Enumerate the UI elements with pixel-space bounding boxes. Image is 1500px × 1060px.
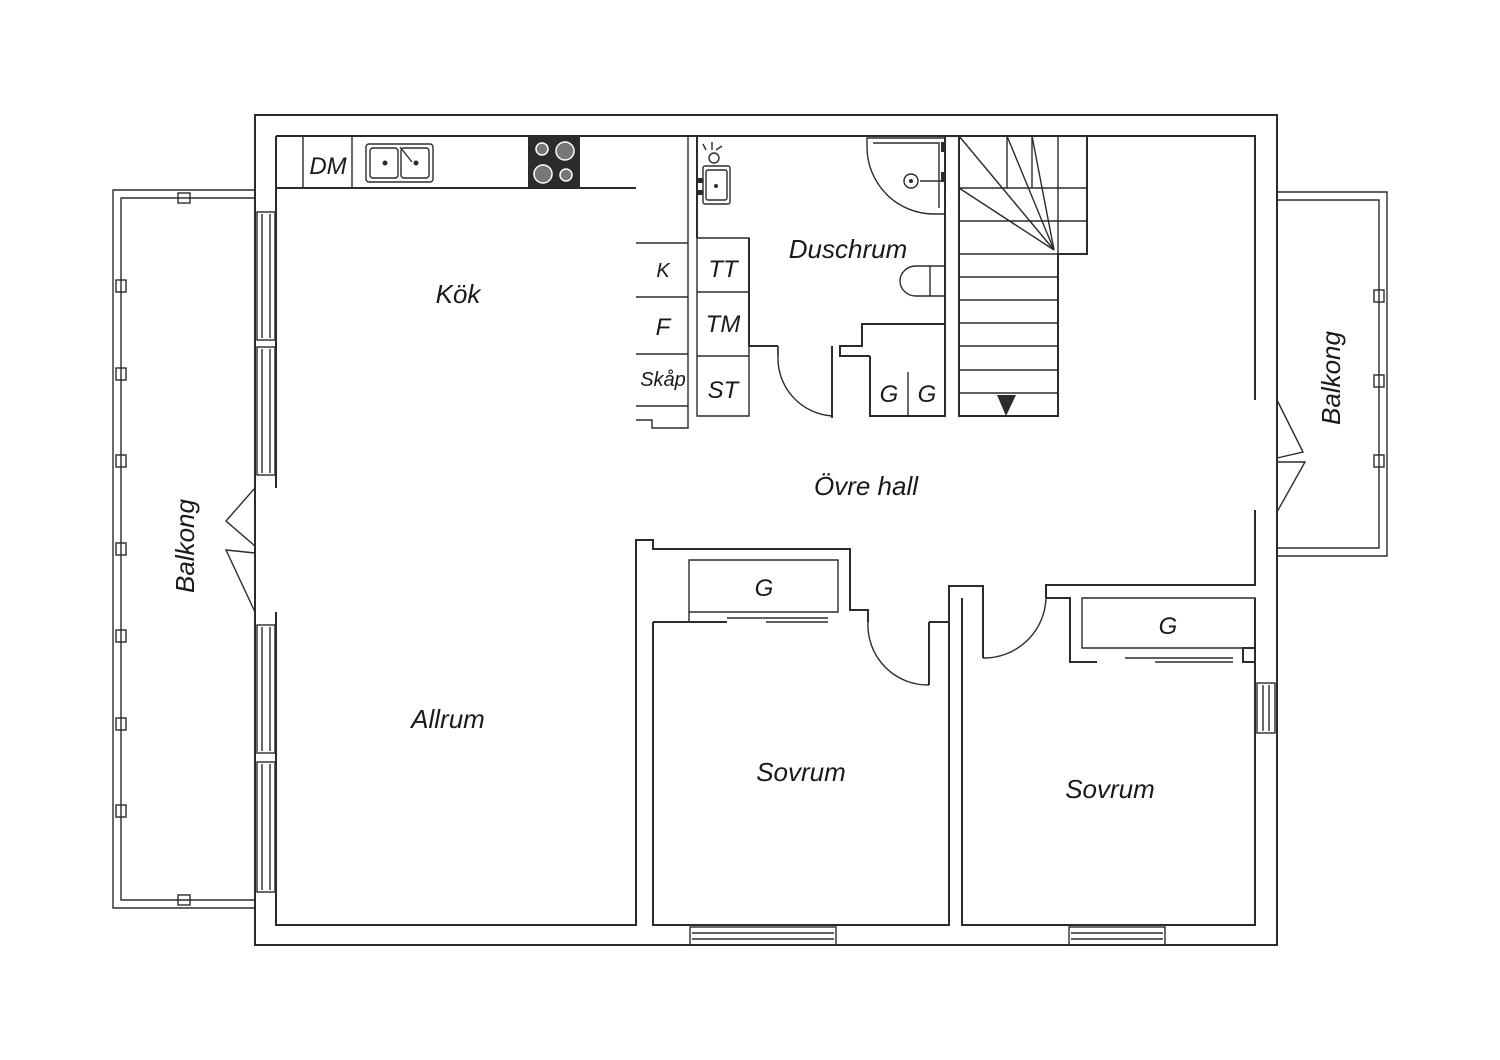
washbasin-icon [698, 142, 731, 205]
label-g-sovrum-2: G [1159, 613, 1178, 640]
label-k: K [656, 260, 671, 282]
outer-walls [254, 114, 1278, 946]
shower-icon [866, 137, 946, 215]
room-label-sovrum-1: Sovrum [756, 757, 846, 787]
balcony-left [112, 189, 255, 909]
label-f: F [656, 314, 672, 341]
laundry-cabinets [696, 136, 778, 417]
room-label-allrum: Allrum [409, 704, 485, 734]
room-label-balkong-right: Balkong [1316, 330, 1346, 424]
staircase-icon [958, 135, 1088, 417]
label-st: ST [708, 377, 741, 404]
label-dm: DM [309, 153, 346, 180]
door-swing-icon [777, 346, 833, 417]
sink-icon [365, 143, 434, 183]
label-g-hall-2: G [918, 381, 937, 408]
bedroom-1-walls [635, 539, 984, 685]
window-icon [256, 211, 276, 893]
room-label-ovre-hall: Övre hall [814, 471, 919, 501]
balcony-right [1277, 191, 1388, 557]
label-g-hall-1: G [880, 381, 899, 408]
stair-arrow-icon [997, 395, 1016, 416]
label-skap: Skåp [640, 369, 686, 391]
door-swing-icon [982, 597, 1047, 659]
room-label-kok: Kök [436, 279, 483, 309]
door-swing-icon [224, 399, 1307, 613]
room-label-balkong-left: Balkong [170, 498, 200, 592]
window-icon [689, 682, 1276, 946]
stove-icon [528, 136, 580, 188]
label-g-sovrum-1: G [755, 575, 774, 602]
room-label-duschrum: Duschrum [789, 234, 907, 264]
label-tt: TT [708, 256, 740, 283]
bedroom-2-walls [982, 597, 1256, 663]
label-tm: TM [706, 311, 741, 338]
room-label-sovrum-2: Sovrum [1065, 774, 1155, 804]
door-swing-icon [867, 621, 930, 686]
toilet-icon [899, 265, 945, 297]
